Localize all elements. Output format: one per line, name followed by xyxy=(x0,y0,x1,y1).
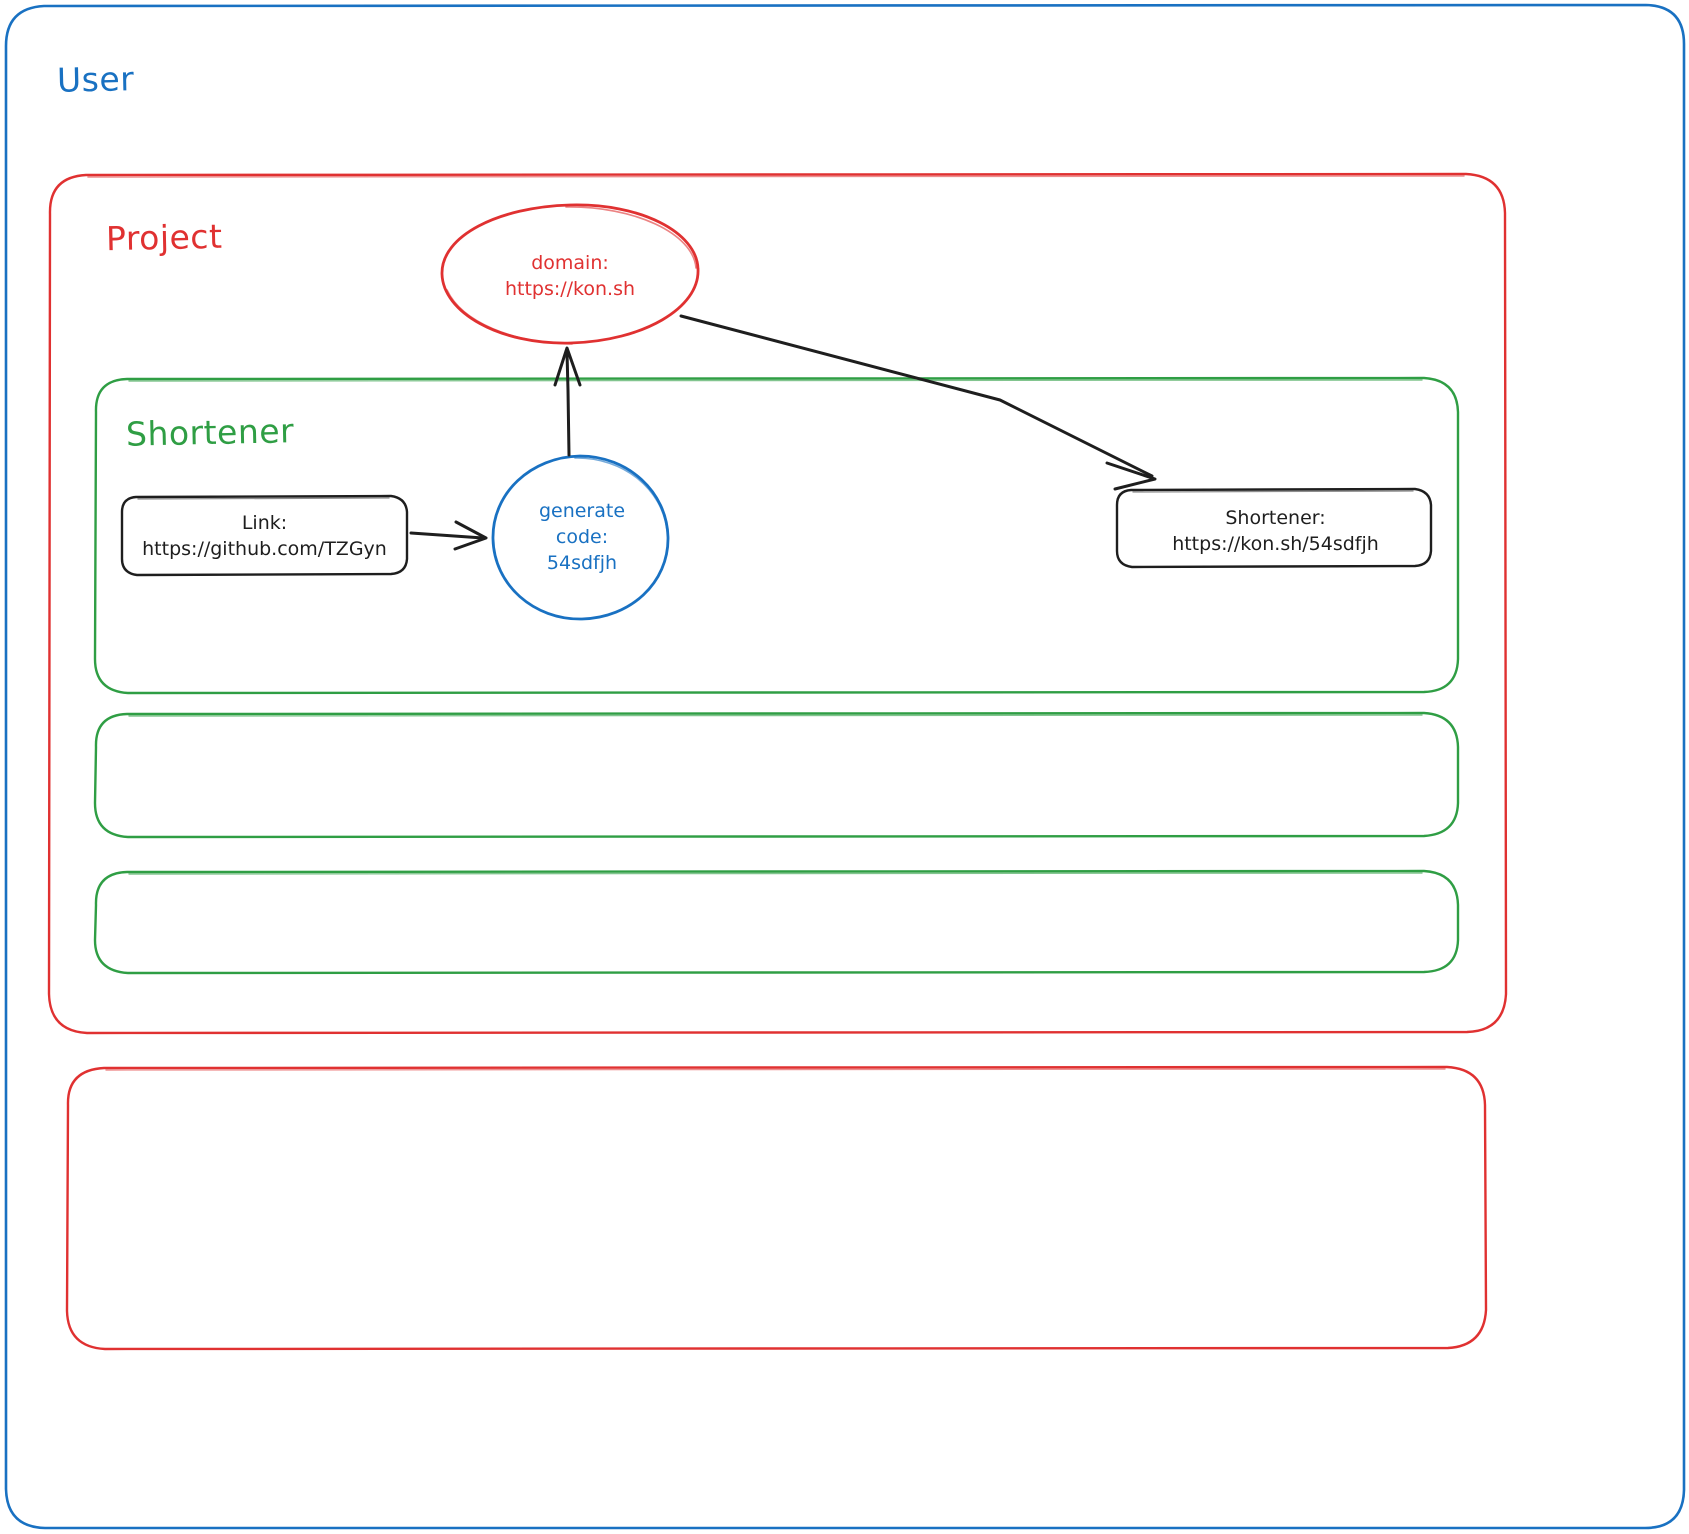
container-shortener[interactable] xyxy=(93,376,1460,695)
generate-label-line2: code: xyxy=(555,526,609,549)
link-box-text: Link: https://github.com/TZGyn xyxy=(122,510,407,562)
domain-ellipse-text: domain: https://kon.sh xyxy=(440,250,700,302)
container-project[interactable] xyxy=(47,172,1508,1035)
node-shortener-box[interactable] xyxy=(1115,487,1433,569)
link-label-line2: https://github.com/TZGyn xyxy=(142,538,387,561)
container-empty-red-bottom[interactable] xyxy=(65,1065,1488,1351)
domain-label-line2: https://kon.sh xyxy=(504,278,636,301)
container-user[interactable] xyxy=(4,3,1686,1530)
arrow-link-to-generate xyxy=(409,520,488,551)
generate-label-line1: generate xyxy=(538,500,626,522)
node-domain-ellipse[interactable] xyxy=(440,203,700,345)
arrow-generate-to-domain xyxy=(553,346,582,457)
arrow-domain-to-shortener xyxy=(679,314,1157,491)
generate-label-line3: 54sdfjh xyxy=(546,552,618,575)
node-generate-circle[interactable] xyxy=(491,454,670,621)
container-empty-green-2[interactable] xyxy=(93,869,1460,975)
shortener-box-text: Shortener: https://kon.sh/54sdfjh xyxy=(1118,505,1433,557)
node-link-box[interactable] xyxy=(120,494,409,577)
link-label-line1: Link: xyxy=(241,512,288,534)
container-empty-green-1[interactable] xyxy=(93,711,1460,839)
shortener-label-line2: https://kon.sh/54sdfjh xyxy=(1172,533,1379,556)
shortener-label-line1: Shortener: xyxy=(1225,507,1326,529)
generate-circle-text: generate code: 54sdfjh xyxy=(492,498,672,577)
domain-label-line1: domain: xyxy=(531,252,609,274)
